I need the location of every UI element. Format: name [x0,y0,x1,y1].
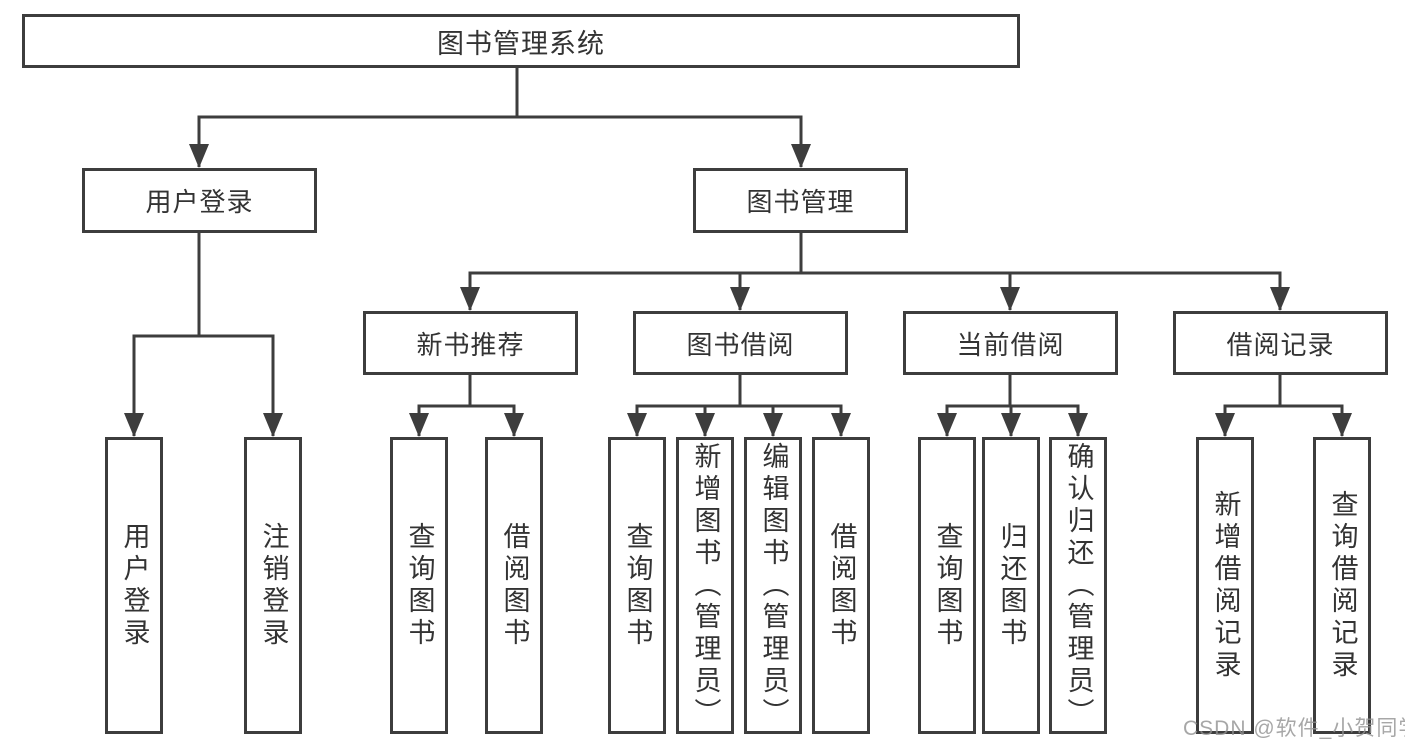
node-root-library-system: 图书管理系统 [22,14,1020,68]
leaf-edit-book-admin-label: 编辑图书（管理员） [758,441,789,730]
leaf-confirm-return-admin-label: 确认归还（管理员） [1063,441,1094,730]
leaf-return-book-label: 归还图书 [996,521,1027,650]
node-current-borrowing: 当前借阅 [903,311,1118,375]
leaf-borrow-query-books-label: 查询图书 [622,521,653,650]
leaf-borrow-query-books: 查询图书 [608,437,666,734]
leaf-recommend-borrow-books-label: 借阅图书 [499,521,530,650]
leaf-query-borrow-record: 查询借阅记录 [1313,437,1371,734]
leaf-return-book: 归还图书 [982,437,1040,734]
node-root-label: 图书管理系统 [437,28,605,59]
leaf-user-login-label: 用户登录 [119,521,150,650]
node-book-borrowing: 图书借阅 [633,311,848,375]
leaf-edit-book-admin: 编辑图书（管理员） [744,437,802,734]
node-book-borrowing-label: 图书借阅 [686,329,795,360]
leaf-confirm-return-admin: 确认归还（管理员） [1049,437,1107,734]
leaf-user-login: 用户登录 [105,437,163,734]
leaf-recommend-query-books-label: 查询图书 [404,521,435,650]
node-new-book-recommend-label: 新书推荐 [416,329,525,360]
leaf-borrow-books-label: 借阅图书 [826,521,857,650]
node-book-management-label: 图书管理 [746,187,855,217]
leaf-current-query-books: 查询图书 [918,437,976,734]
node-new-book-recommend: 新书推荐 [363,311,578,375]
node-book-management: 图书管理 [693,168,908,233]
leaf-current-query-books-label: 查询图书 [932,521,963,650]
node-borrowing-records-label: 借阅记录 [1226,329,1335,360]
node-user-login-label: 用户登录 [145,187,254,217]
leaf-recommend-borrow-books: 借阅图书 [485,437,543,734]
leaf-add-borrow-record: 新增借阅记录 [1196,437,1254,734]
leaf-add-borrow-record-label: 新增借阅记录 [1210,489,1241,682]
leaf-query-borrow-record-label: 查询借阅记录 [1327,489,1358,682]
node-borrowing-records: 借阅记录 [1173,311,1388,375]
leaf-add-book-admin: 新增图书（管理员） [676,437,734,734]
leaf-borrow-books: 借阅图书 [812,437,870,734]
node-current-borrowing-label: 当前借阅 [956,329,1065,360]
leaf-recommend-query-books: 查询图书 [390,437,448,734]
leaf-logout: 注销登录 [244,437,302,734]
leaf-logout-label: 注销登录 [258,521,289,650]
node-user-login: 用户登录 [82,168,317,233]
leaf-add-book-admin-label: 新增图书（管理员） [690,441,721,730]
watermark: CSDN @软件_小贺同学 [1183,717,1405,740]
